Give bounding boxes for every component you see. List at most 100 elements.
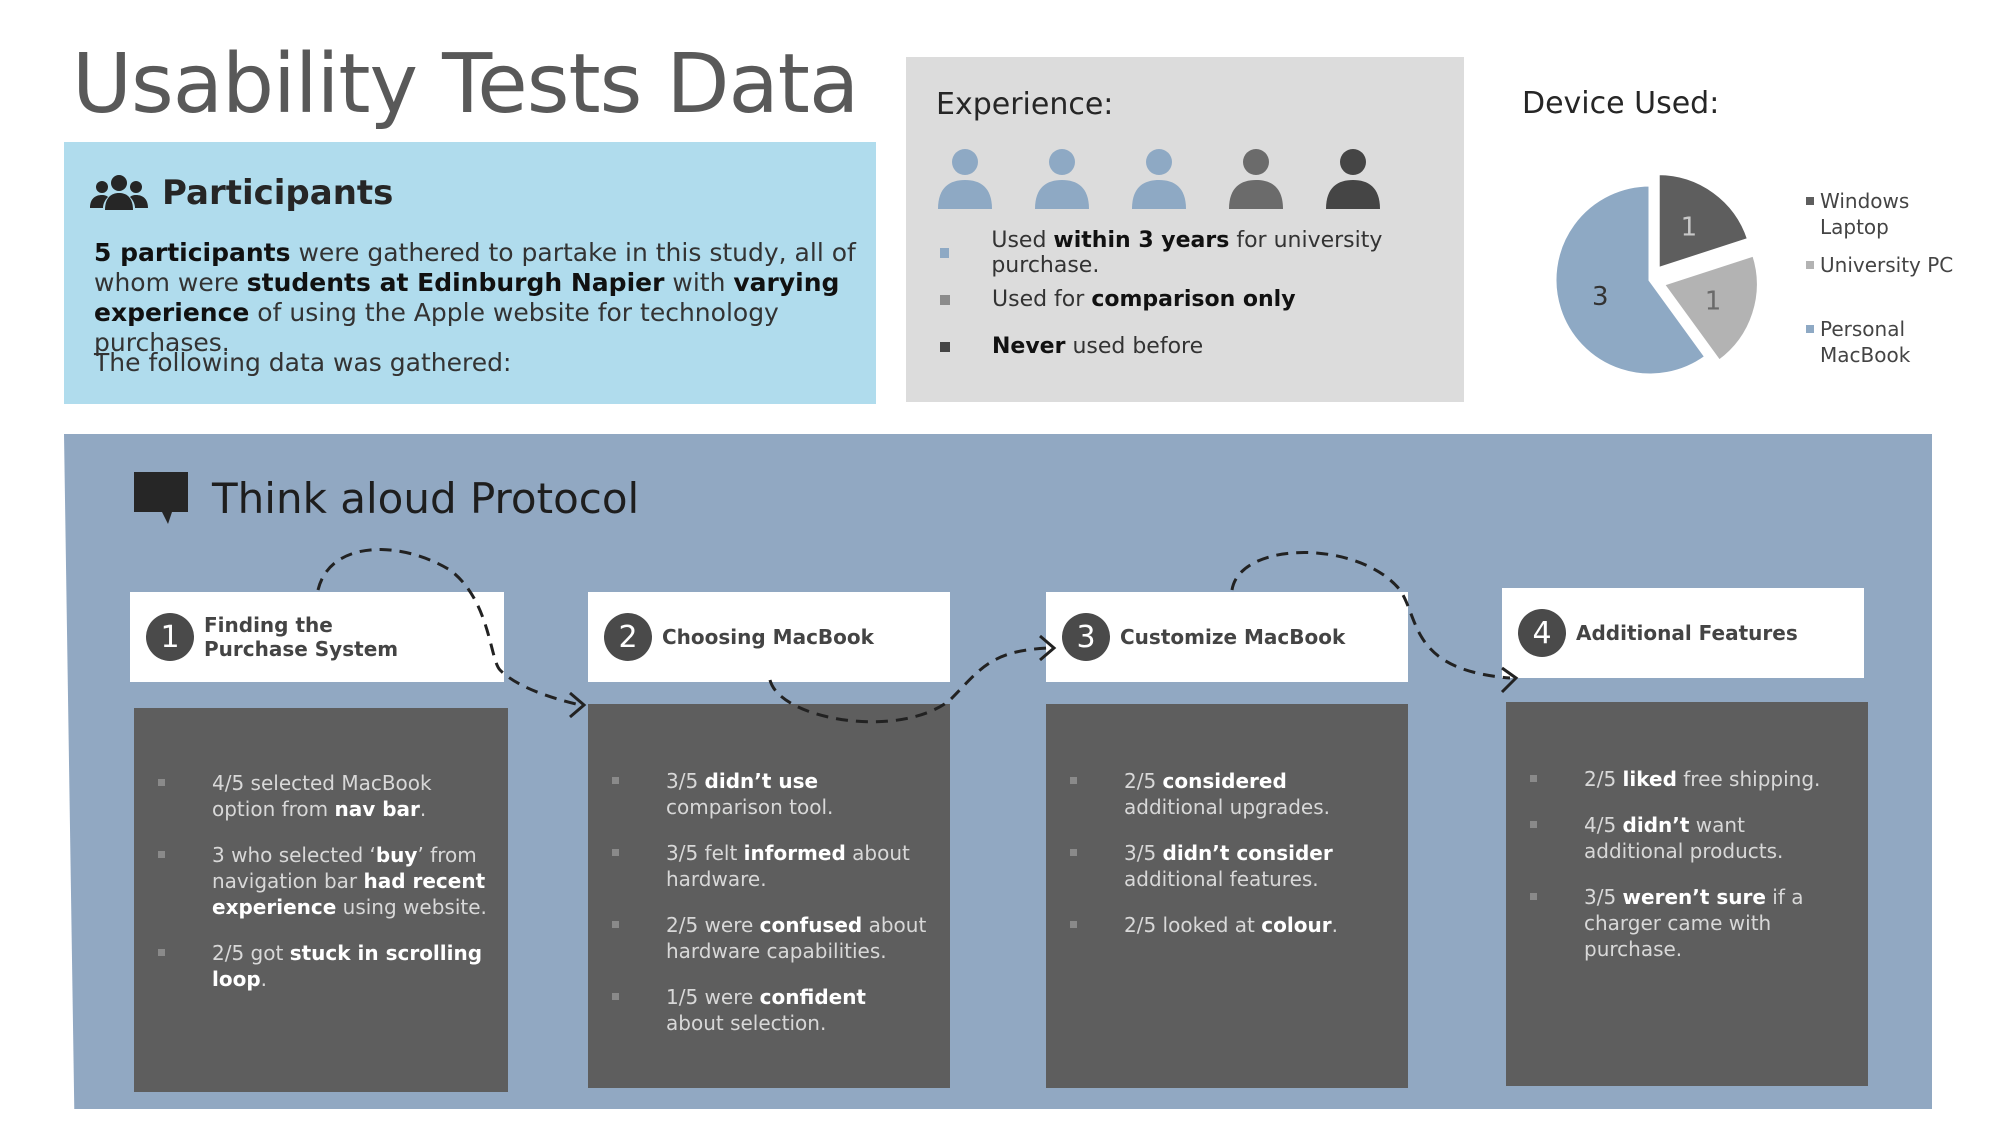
legend-swatch — [940, 294, 950, 305]
text-fragment: additional features. — [1124, 867, 1319, 891]
bullet-marker — [1070, 777, 1077, 784]
text-fragment: 2/5 looked at — [1124, 913, 1262, 937]
legend-swatch — [1806, 197, 1814, 205]
step-findings: 4/5 selected MacBook option from nav bar… — [134, 708, 508, 1092]
step-header: 2 Choosing MacBook — [588, 592, 950, 682]
text-fragment: 3/5 — [1584, 885, 1623, 909]
step-number-badge: 2 — [604, 613, 652, 661]
experience-legend-item: Used for comparison only — [940, 276, 1464, 323]
finding-bullet: 2/5 were confused about hardware capabil… — [608, 912, 930, 964]
emphasis-text: didn’t use — [704, 769, 819, 793]
bullet-marker — [1070, 849, 1077, 856]
finding-text: 4/5 selected MacBook option from nav bar… — [212, 770, 488, 822]
text-fragment: with — [664, 268, 734, 297]
text-fragment: of using the Apple website for technolog… — [94, 298, 779, 357]
device-pie-chart: 113 — [1553, 172, 1760, 377]
finding-bullet: 2/5 got stuck in scrolling loop. — [154, 940, 488, 992]
bullet-marker — [1530, 893, 1537, 900]
finding-text: 3/5 felt informed about hardware. — [666, 840, 930, 892]
text-fragment: 3/5 — [666, 769, 705, 793]
text-fragment: for university purchase. — [991, 227, 1383, 278]
bullet-marker — [158, 949, 165, 956]
device-legend-label: Personal MacBook — [1820, 317, 1911, 367]
pie-slice — [1656, 172, 1751, 271]
pie-data-label: 1 — [1705, 286, 1722, 316]
text-fragment: . — [260, 967, 268, 991]
text-fragment: . — [1331, 913, 1338, 937]
emphasis-text: had recent experience — [212, 869, 486, 919]
device-heading: Device Used: — [1522, 86, 1720, 121]
text-fragment: comparison tool. — [666, 795, 834, 819]
finding-text: 4/5 didn’t want additional products. — [1584, 812, 1848, 864]
text-fragment: using website. — [336, 895, 487, 919]
pie-data-label: 1 — [1681, 212, 1698, 242]
finding-text: 3/5 didn’t consider additional features. — [1124, 840, 1388, 892]
step-title: Choosing MacBook — [662, 625, 874, 649]
emphasis-text: comparison only — [1091, 287, 1296, 312]
emphasis-text: confident — [759, 985, 866, 1009]
bullet-marker — [612, 777, 619, 784]
legend-swatch — [1806, 261, 1814, 269]
emphasis-text: informed — [743, 841, 846, 865]
finding-bullet: 1/5 were confident about selection. — [608, 984, 930, 1036]
participants-header: Participants — [90, 172, 393, 214]
finding-bullet: 4/5 selected MacBook option from nav bar… — [154, 770, 488, 822]
experience-heading: Experience: — [936, 87, 1114, 122]
finding-bullet: 3 who selected ‘buy’ from navigation bar… — [154, 842, 488, 920]
bullet-marker — [612, 921, 619, 928]
experience-legend-text: Never used before — [992, 334, 1203, 359]
text-fragment: 3 who selected ‘ — [212, 843, 376, 867]
text-fragment: want additional products. — [1584, 813, 1784, 863]
experience-panel: Experience: Used within 3 years for univ… — [906, 57, 1464, 402]
person-icon — [1326, 149, 1380, 209]
step-findings: 2/5 liked free shipping.4/5 didn’t want … — [1506, 702, 1868, 1086]
step-findings: 3/5 didn’t use comparison tool. 3/5 felt … — [588, 704, 950, 1088]
step-title: Additional Features — [1576, 621, 1798, 645]
finding-bullet: 3/5 weren’t sure if a charger came with … — [1526, 884, 1848, 962]
finding-text: 2/5 looked at colour. — [1124, 912, 1338, 938]
users-group-icon — [90, 175, 148, 210]
emphasis-text: students at Edinburgh Napier — [246, 268, 665, 297]
participants-followup: The following data was gathered: — [94, 348, 512, 377]
experience-legend-text: Used within 3 years for university purch… — [991, 228, 1464, 278]
participants-panel: Participants 5 participants were gathere… — [64, 142, 876, 404]
bullet-marker — [612, 849, 619, 856]
emphasis-text: stuck in scrolling loop — [212, 941, 483, 991]
finding-text: 3 who selected ‘buy’ from navigation bar… — [212, 842, 488, 920]
emphasis-text: 5 participants — [94, 238, 291, 267]
emphasis-text: liked — [1622, 767, 1677, 791]
finding-bullet: 3/5 didn’t use comparison tool. — [608, 768, 930, 820]
finding-bullet: 4/5 didn’t want additional products. — [1526, 812, 1848, 864]
emphasis-text: confused — [759, 913, 863, 937]
think-aloud-header: Think aloud Protocol — [132, 470, 639, 526]
bullet-marker — [1070, 921, 1077, 928]
text-fragment: 3/5 — [1124, 841, 1163, 865]
finding-text: 2/5 considered additional upgrades. — [1124, 768, 1388, 820]
text-fragment: 4/5 — [1584, 813, 1623, 837]
emphasis-text: varying experience — [94, 268, 840, 327]
page-title: Usability Tests Data — [72, 37, 859, 132]
finding-text: 3/5 didn’t use comparison tool. — [666, 768, 930, 820]
text-fragment: 4/5 selected MacBook option from — [212, 771, 432, 821]
text-fragment: additional upgrades. — [1124, 795, 1331, 819]
step-title: Finding the Purchase System — [204, 613, 399, 661]
finding-bullet: 2/5 considered additional upgrades. — [1066, 768, 1388, 820]
emphasis-text: considered — [1162, 769, 1287, 793]
emphasis-text: weren’t sure — [1622, 885, 1766, 909]
emphasis-text: buy — [375, 843, 418, 867]
experience-legend: Used within 3 years for university purch… — [940, 228, 1464, 370]
person-icon — [1035, 149, 1089, 209]
finding-text: 1/5 were confident about selection. — [666, 984, 930, 1036]
step-number-badge: 3 — [1062, 613, 1110, 661]
experience-legend-text: Used for comparison only — [992, 287, 1296, 312]
bullet-marker — [1530, 821, 1537, 828]
text-fragment: 2/5 were — [666, 913, 760, 937]
emphasis-text: Never — [992, 334, 1066, 359]
participants-heading: Participants — [162, 173, 394, 213]
experience-legend-item: Never used before — [940, 323, 1464, 370]
emphasis-text: nav bar — [334, 797, 420, 821]
person-icon — [1229, 149, 1283, 209]
